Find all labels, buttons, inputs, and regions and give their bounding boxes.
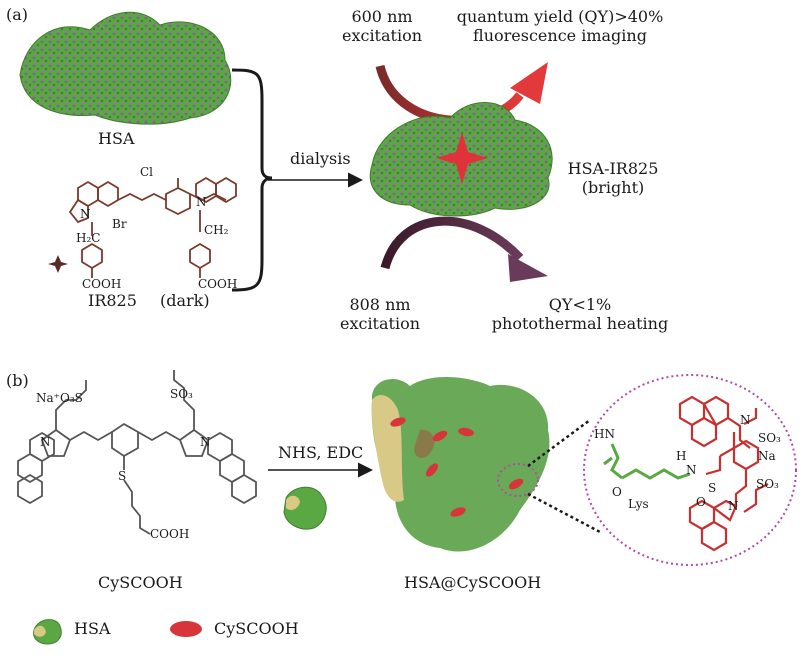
chem-na-so3: Na⁺O₃S: [36, 391, 83, 405]
hsa-label: HSA: [98, 129, 135, 148]
zoom-n-top: N: [740, 413, 751, 427]
lysine-sidechain: [603, 443, 691, 480]
zoom-o-mid: O: [696, 495, 706, 509]
chem-br: Br: [112, 217, 127, 231]
dark-star-icon: [48, 255, 68, 273]
zoom-na: Na: [758, 449, 776, 463]
zoom-connector-bottom: [527, 492, 601, 534]
zoom-h: H: [676, 449, 687, 463]
legend-hsa-label: HSA: [74, 619, 111, 638]
output-808-line2: photothermal heating: [491, 314, 669, 333]
chem-cl: Cl: [140, 165, 154, 179]
hsa-cyscooh-label: HSA@CySCOOH: [404, 573, 542, 592]
output-600-line2: fluorescence imaging: [473, 26, 647, 45]
chem-h2c: H₂C: [76, 231, 101, 245]
hsa-protein-illustration: [19, 11, 232, 125]
panel-b-label: (b): [6, 371, 29, 390]
reagent-label: NHS, EDC: [278, 443, 364, 462]
zoom-lys: Lys: [628, 497, 649, 511]
legend-cyscooh-icon: [170, 621, 202, 637]
chem-so3-top: SO₃: [170, 387, 193, 401]
emission-arrowhead: [510, 62, 548, 104]
zoom-n-bottom: N: [728, 499, 739, 513]
heating-arrowhead: [508, 254, 548, 282]
small-hsa-icon: [283, 486, 327, 530]
ir825-state: (dark): [160, 291, 210, 310]
zoom-n: N: [686, 463, 697, 477]
hsa-ir825-complex-illustration: [369, 102, 553, 217]
hsa-cyscooh-ribbon-illustration: [371, 376, 550, 552]
zoom-detail-circle: [583, 374, 797, 566]
chem-cooh: COOH: [150, 527, 190, 541]
legend-cyscooh-label: CySCOOH: [214, 619, 299, 638]
chem-n-left-b: N: [40, 435, 51, 449]
dialysis-label: dialysis: [290, 149, 351, 168]
complex-name: HSA-IR825: [567, 159, 659, 178]
chem-cooh-left: COOH: [82, 277, 122, 291]
chem-s: S: [118, 469, 127, 483]
merge-bracket: [231, 68, 273, 292]
zoom-o-left: O: [612, 485, 622, 499]
excitation-808-line2: excitation: [339, 314, 421, 333]
cyscooh-structure: [17, 370, 257, 535]
zoom-hn: HN: [594, 427, 615, 441]
panel-a-label: (a): [6, 5, 29, 24]
chem-n-left: N: [80, 207, 91, 221]
cyscooh-label: CySCOOH: [98, 573, 183, 592]
chem-ch2: CH₂: [204, 223, 229, 237]
ir825-label: IR825: [88, 291, 137, 310]
excitation-600-line2: excitation: [341, 26, 423, 45]
output-808-line1: QY<1%: [548, 295, 612, 314]
ir825-structure: [68, 176, 237, 278]
legend-hsa-icon: [33, 619, 62, 645]
chem-n-right-b: N: [200, 435, 211, 449]
chem-n-right: N: [196, 195, 207, 209]
dye-zoom-structure: [678, 395, 769, 552]
zoom-source-circle: [497, 463, 539, 497]
output-600-line1: quantum yield (QY)>40%: [456, 7, 664, 26]
zoom-so3-b: SO₃: [756, 477, 779, 491]
chem-cooh-right: COOH: [198, 277, 238, 291]
complex-state: (bright): [581, 178, 645, 197]
excitation-808-arrow: [380, 216, 524, 270]
excitation-600-line1: 600 nm: [351, 7, 413, 26]
excitation-808-line1: 808 nm: [349, 295, 411, 314]
zoom-connector-top: [527, 418, 591, 468]
zoom-so3-a: SO₃: [758, 431, 781, 445]
zoom-s: S: [708, 481, 717, 495]
